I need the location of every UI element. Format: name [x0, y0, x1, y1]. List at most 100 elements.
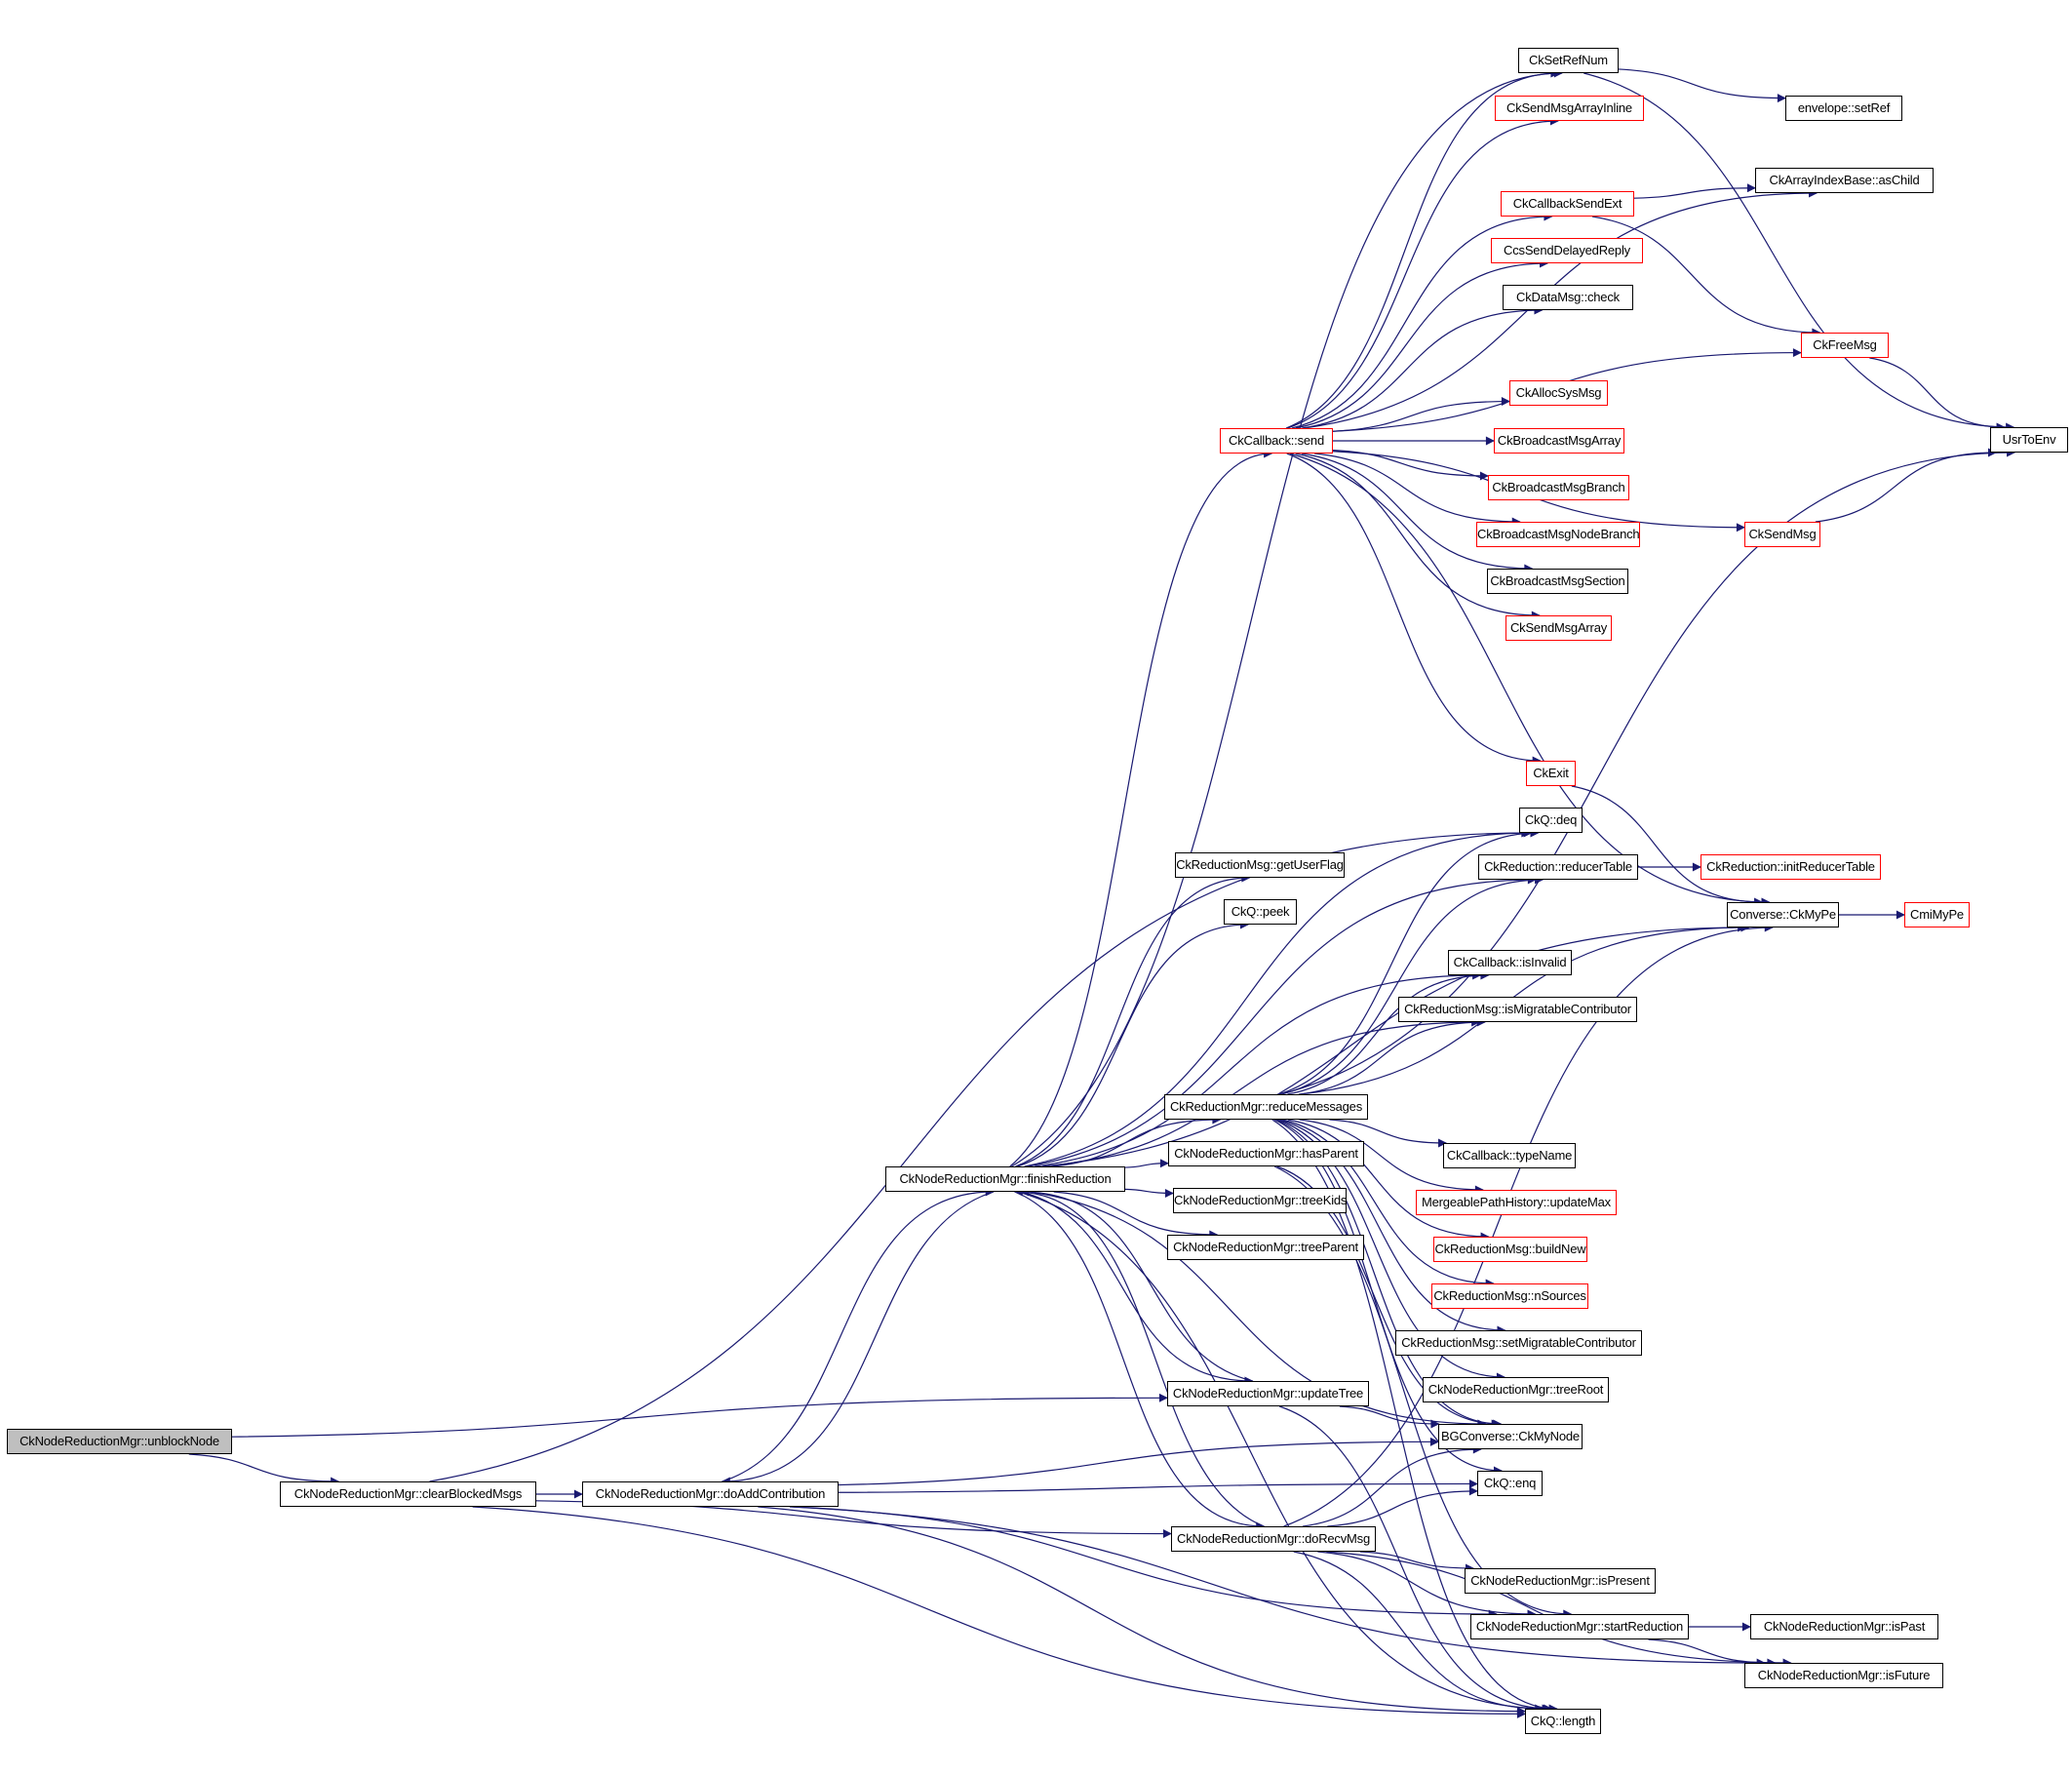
edge-reduceMessages-to-reducerTable: [1281, 875, 1544, 1095]
node-reducerTable[interactable]: CkReduction::reducerTable: [1478, 854, 1638, 880]
node-ccsSendDelayedReply[interactable]: CcsSendDelayedReply: [1491, 238, 1643, 263]
edge-unblockNode-to-clearBlockedMsgs: [188, 1453, 340, 1486]
edge-finishReduction-to-isInvalid: [1035, 970, 1482, 1167]
node-usrToEnv[interactable]: UsrToEnv: [1990, 427, 2068, 453]
node-treeKids[interactable]: CkNodeReductionMgr::treeKids: [1173, 1188, 1347, 1213]
node-updateTree[interactable]: CkNodeReductionMgr::updateTree: [1167, 1381, 1369, 1406]
edge-reduceMessages-to-updateMax: [1299, 1119, 1484, 1195]
node-treeRoot[interactable]: CkNodeReductionMgr::treeRoot: [1423, 1377, 1609, 1402]
edge-finishReduction-to-ckQPeek: [1017, 920, 1249, 1167]
node-isFuture[interactable]: CkNodeReductionMgr::isFuture: [1744, 1663, 1943, 1688]
node-isInvalid[interactable]: CkCallback::isInvalid: [1448, 950, 1572, 975]
node-getUserFlag[interactable]: CkReductionMsg::getUserFlag: [1175, 852, 1345, 878]
edge-ckCallbackSend-to-ckExit: [1286, 453, 1542, 766]
edge-reduceMessages-to-ckQDeq: [1278, 828, 1540, 1095]
edge-finishReduction-to-ckSetRefNum: [1011, 68, 1563, 1167]
node-hasParent[interactable]: CkNodeReductionMgr::hasParent: [1168, 1141, 1364, 1166]
edge-ckCallbackSend-to-ckSendMsgArrayInline: [1287, 116, 1559, 429]
node-nSources[interactable]: CkReductionMsg::nSources: [1431, 1283, 1588, 1309]
node-ckSetRefNum[interactable]: CkSetRefNum: [1518, 48, 1619, 73]
node-ckBroadcastMsgSection[interactable]: CkBroadcastMsgSection: [1487, 569, 1628, 594]
node-startReduction[interactable]: CkNodeReductionMgr::startReduction: [1470, 1614, 1689, 1639]
edge-ckSetRefNum-to-envelopeSetRef: [1618, 68, 1786, 103]
node-finishReduction[interactable]: CkNodeReductionMgr::finishReduction: [885, 1166, 1125, 1192]
node-cmiMyPe[interactable]: CmiMyPe: [1904, 902, 1970, 927]
node-ckSendMsgArray[interactable]: CkSendMsgArray: [1505, 615, 1612, 641]
node-bgCkMyNode[interactable]: BGConverse::CkMyNode: [1438, 1424, 1583, 1449]
node-ckAllocSysMsg[interactable]: CkAllocSysMsg: [1509, 380, 1608, 406]
node-unblockNode[interactable]: CkNodeReductionMgr::unblockNode: [7, 1429, 232, 1454]
node-ckQEnq[interactable]: CkQ::enq: [1477, 1471, 1543, 1496]
node-setMigratableContributor[interactable]: CkReductionMsg::setMigratableContributor: [1395, 1330, 1642, 1356]
edge-finishReduction-to-reducerTable: [1027, 875, 1537, 1167]
node-initReducerTable[interactable]: CkReduction::initReducerTable: [1701, 854, 1881, 880]
node-doRecvMsg[interactable]: CkNodeReductionMgr::doRecvMsg: [1171, 1526, 1376, 1552]
edge-finishReduction-to-updateTree: [1020, 1191, 1254, 1386]
node-clearBlockedMsgs[interactable]: CkNodeReductionMgr::clearBlockedMsgs: [280, 1481, 536, 1507]
node-doAddContribution[interactable]: CkNodeReductionMgr::doAddContribution: [582, 1481, 839, 1507]
edge-ckCallbackSend-to-ckBroadcastMsgNodeBranch: [1314, 453, 1521, 527]
node-isPresent[interactable]: CkNodeReductionMgr::isPresent: [1465, 1568, 1656, 1594]
node-ckSendMsgArrayInline[interactable]: CkSendMsgArrayInline: [1495, 96, 1644, 121]
edge-doRecvMsg-to-isFuture: [1326, 1551, 1792, 1668]
node-reduceMessages[interactable]: CkReductionMgr::reduceMessages: [1164, 1094, 1368, 1120]
edge-doRecvMsg-to-startReduction: [1317, 1551, 1537, 1619]
edge-ckSendMsg-to-usrToEnv: [1815, 448, 1997, 523]
node-ckCallbackSend[interactable]: CkCallback::send: [1220, 428, 1333, 454]
edge-reduceMessages-to-isMigratableContributor: [1298, 1017, 1486, 1095]
node-buildNew[interactable]: CkReductionMsg::buildNew: [1433, 1237, 1587, 1262]
edge-reduceMessages-to-typeName: [1329, 1119, 1448, 1148]
edge-finishReduction-to-treeParent: [1053, 1191, 1219, 1240]
node-ckDataMsgCheck[interactable]: CkDataMsg::check: [1503, 285, 1633, 310]
node-ckQLength[interactable]: CkQ::length: [1525, 1709, 1601, 1734]
edge-ckCallbackSend-to-ckBroadcastMsgBranch: [1332, 450, 1489, 481]
edge-finishReduction-to-doAddContribution: [721, 1191, 995, 1486]
edge-ckCallbackSend-to-ckBroadcastMsgSection: [1301, 453, 1534, 573]
node-isMigratableContributor[interactable]: CkReductionMsg::isMigratableContributor: [1398, 997, 1637, 1022]
node-treeParent[interactable]: CkNodeReductionMgr::treeParent: [1167, 1235, 1364, 1260]
node-ckCallbackSendExt[interactable]: CkCallbackSendExt: [1501, 191, 1634, 217]
node-envelopeSetRef[interactable]: envelope::setRef: [1785, 96, 1902, 121]
node-ckBroadcastMsgNodeBranch[interactable]: CkBroadcastMsgNodeBranch: [1476, 522, 1640, 547]
edge-unblockNode-to-updateTree: [231, 1393, 1168, 1438]
edge-ckExit-to-converseCkMyPe: [1571, 785, 1764, 907]
edge-ckSetRefNum-to-usrToEnv: [1583, 72, 2015, 432]
edge-doRecvMsg-to-ckQEnq: [1327, 1486, 1478, 1527]
edge-ckCallbackSend-to-ckAllocSysMsg: [1332, 397, 1510, 432]
edge-reduceMessages-to-isInvalid: [1287, 970, 1490, 1095]
node-ckBroadcastMsgArray[interactable]: CkBroadcastMsgArray: [1494, 428, 1624, 454]
edge-ckCallbackSendExt-to-ckFreeMsg: [1591, 216, 1821, 337]
edge-reduceMessages-to-buildNew: [1287, 1119, 1490, 1242]
edge-ckFreeMsg-to-usrToEnv: [1869, 357, 2006, 432]
edge-doRecvMsg-to-finishReduction: [1013, 1187, 1265, 1527]
node-typeName[interactable]: CkCallback::typeName: [1443, 1143, 1576, 1168]
node-updateMax[interactable]: MergeablePathHistory::updateMax: [1416, 1190, 1617, 1215]
node-ckQDeq[interactable]: CkQ::deq: [1519, 808, 1583, 833]
edge-finishReduction-to-ckQLength: [1018, 1191, 1551, 1714]
node-ckQPeek[interactable]: CkQ::peek: [1224, 899, 1297, 925]
node-ckFreeMsg[interactable]: CkFreeMsg: [1801, 333, 1889, 358]
edge-updateTree-to-bgCkMyNode: [1339, 1405, 1440, 1429]
edge-finishReduction-to-treeKids: [1124, 1188, 1174, 1198]
edge-updateTree-to-ckQLength: [1279, 1405, 1553, 1714]
edge-ckCallbackSend-to-converseCkMyPe: [1289, 453, 1771, 907]
edge-finishReduction-to-reduceMessages: [1050, 1115, 1222, 1167]
node-converseCkMyPe[interactable]: Converse::CkMyPe: [1727, 902, 1839, 927]
node-ckSendMsg[interactable]: CkSendMsg: [1744, 522, 1820, 547]
edge-reduceMessages-to-ckQLength: [1271, 1119, 1558, 1714]
edge-doAddContribution-to-ckQEnq: [838, 1479, 1478, 1493]
edge-ckCallbackSend-to-ckSendMsgArray: [1295, 453, 1541, 620]
node-ckExit[interactable]: CkExit: [1526, 761, 1576, 786]
edge-startReduction-to-isFuture: [1648, 1638, 1777, 1668]
node-ckBroadcastMsgBranch[interactable]: CkBroadcastMsgBranch: [1488, 475, 1629, 500]
edge-ckCallbackSend-to-ckCallbackSendExt: [1291, 212, 1553, 429]
edge-finishReduction-to-ckCallbackSend: [1009, 449, 1273, 1167]
edge-updateTree-to-finishReduction: [1020, 1187, 1253, 1382]
edge-ckCallbackSend-to-ckDataMsgCheck: [1302, 305, 1544, 429]
node-isPast[interactable]: CkNodeReductionMgr::isPast: [1750, 1614, 1938, 1639]
edge-doAddContribution-to-isFuture: [789, 1506, 1766, 1668]
node-ckArrayIndexBaseAsChild[interactable]: CkArrayIndexBase::asChild: [1755, 168, 1934, 193]
edge-ckCallbackSendExt-to-ckArrayIndexBaseAsChild: [1633, 183, 1756, 199]
